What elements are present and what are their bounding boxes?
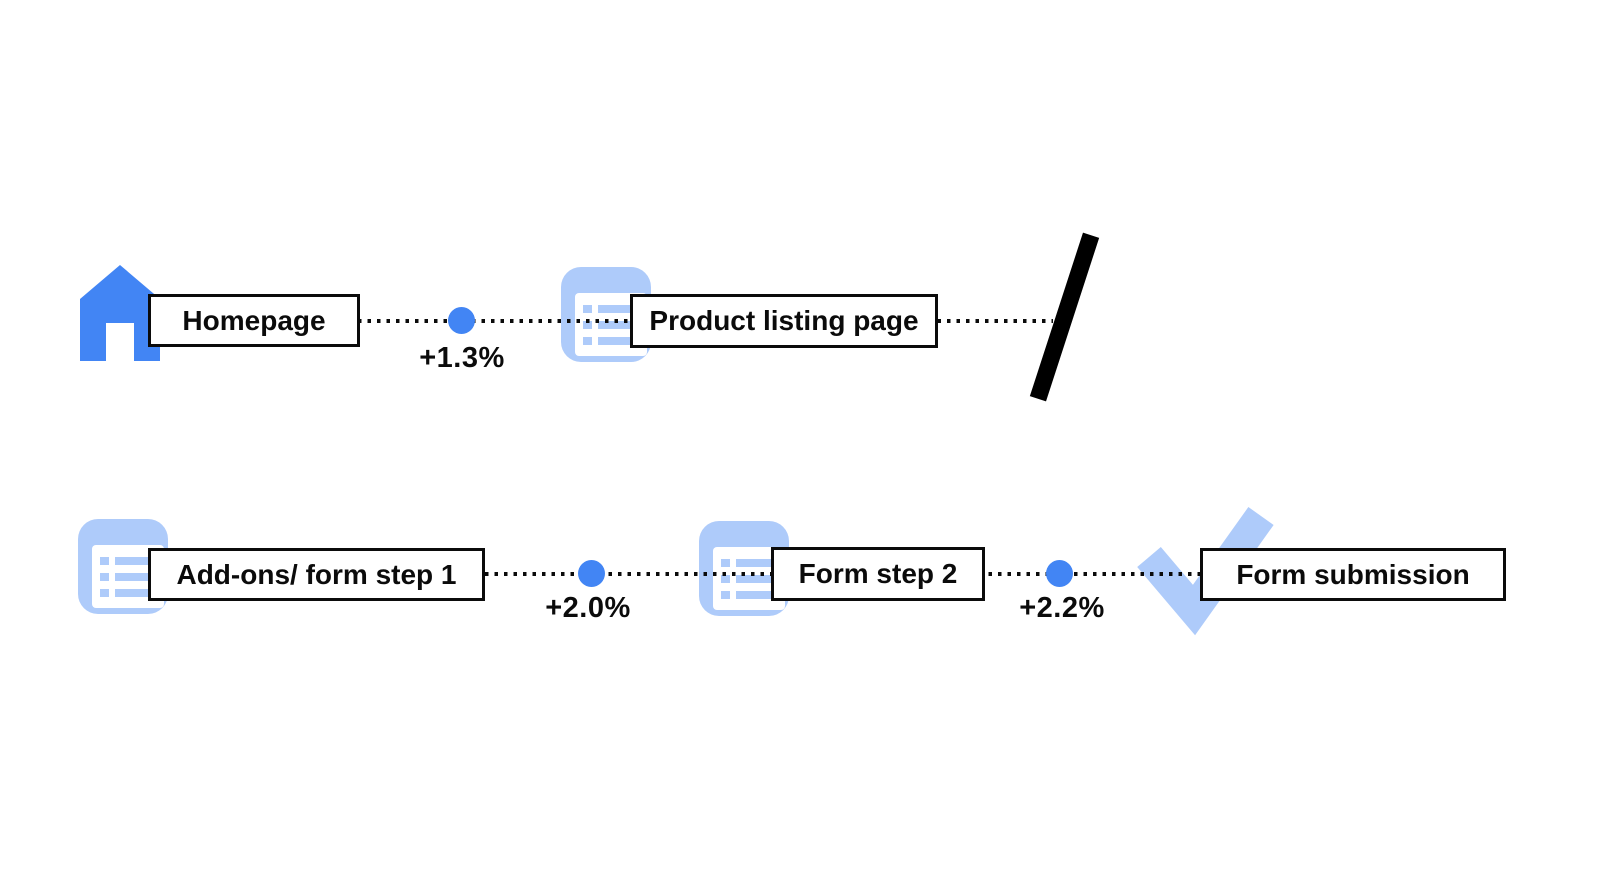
list-icon: [561, 267, 651, 362]
lift-label: +2.2%: [1019, 592, 1105, 624]
home-icon: [78, 263, 162, 361]
connector-dot: [448, 307, 475, 334]
step-box-homepage: Homepage: [148, 294, 360, 347]
list-icon: [699, 521, 789, 616]
lift-label: +2.0%: [545, 592, 631, 624]
connector-dot: [578, 560, 605, 587]
step-label: Add-ons/ form step 1: [176, 558, 457, 590]
step-box-product-listing-page: Product listing page: [630, 294, 938, 348]
step-box-form-step-2: Form step 2: [771, 547, 985, 601]
step-label: Form step 2: [798, 558, 958, 589]
step-label: Product listing page: [649, 305, 919, 336]
step-box-addons-form-step-1: Add-ons/ form step 1: [148, 548, 485, 601]
break-slash-icon: [1029, 232, 1100, 402]
connector-dot: [1046, 560, 1073, 587]
step-label: Homepage: [182, 304, 326, 336]
step-box-form-submission: Form submission: [1200, 548, 1506, 601]
step-label: Form submission: [1236, 558, 1470, 590]
lift-label: +1.3%: [419, 342, 505, 374]
list-icon: [78, 519, 168, 614]
